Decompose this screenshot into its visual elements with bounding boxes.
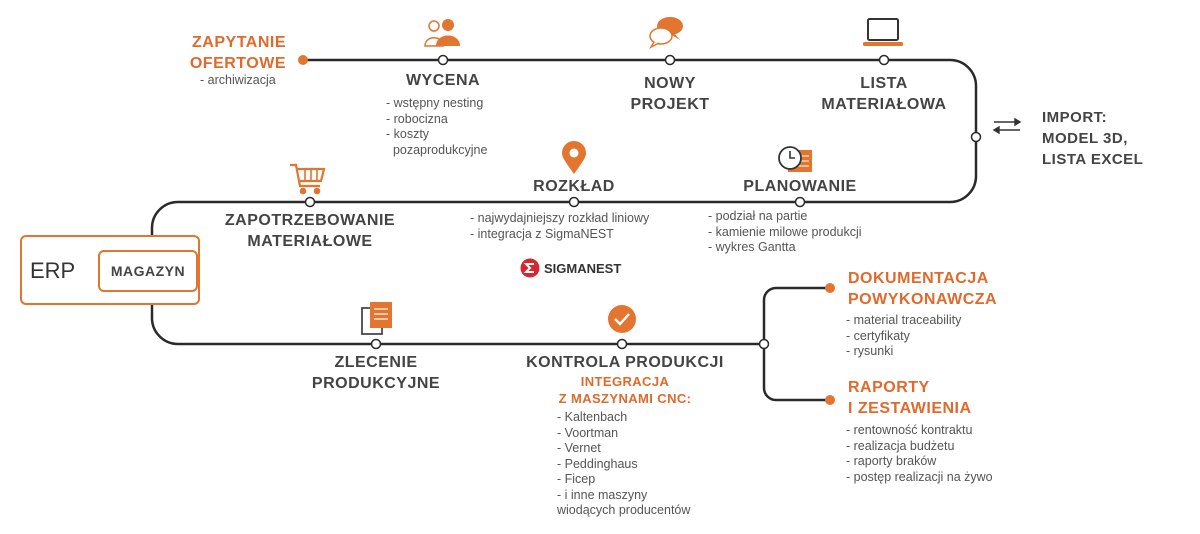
node-planowanie — [794, 196, 806, 208]
node-nowy-projekt — [664, 54, 676, 66]
node-dokumentacja — [825, 283, 835, 293]
magazyn-label: MAGAZYN — [110, 263, 186, 279]
raporty-items: - rentowność kontraktu- realizacja budże… — [846, 423, 993, 484]
node-rozklad — [568, 196, 580, 208]
double-arrow-icon — [992, 117, 1022, 135]
node-branch — [758, 338, 770, 350]
cart-icon — [290, 163, 326, 195]
node-kontrola — [616, 338, 628, 350]
node-import — [970, 131, 982, 143]
check-circle-icon — [608, 305, 636, 333]
sigmanest-logo: SIGMANEST — [520, 258, 621, 278]
rozklad-title: ROZKŁAD — [533, 178, 615, 195]
documents-icon — [361, 302, 392, 335]
branch-path — [762, 286, 830, 402]
rozklad-items: - najwydajniejszy rozkład liniowy- integ… — [470, 211, 650, 241]
import-title: IMPORT:MODEL 3D,LISTA EXCEL — [1042, 109, 1144, 168]
svg-text:SIGMANEST: SIGMANEST — [544, 261, 621, 276]
node-zapotrzebowanie — [304, 196, 316, 208]
wycena-items: - wstępny nesting- robocizna- koszty poz… — [386, 96, 488, 157]
erp-label: ERP — [30, 258, 76, 283]
calendar-clock-icon — [778, 146, 812, 172]
node-zlecenie — [370, 338, 382, 350]
planowanie-items: - podział na partie- kamienie milowe pro… — [708, 209, 862, 254]
dokumentacja-items: - material traceability- certyfikaty- ry… — [846, 313, 962, 358]
chat-bubbles-icon — [649, 17, 683, 49]
zapytanie-items: - archiwizacja — [200, 73, 276, 87]
node-wycena — [437, 54, 449, 66]
kontrola-items: - Kaltenbach- Voortman- Vernet- Peddingh… — [557, 410, 691, 517]
magazyn-box — [98, 250, 198, 292]
map-pin-icon — [562, 141, 586, 174]
laptop-icon — [863, 18, 903, 46]
node-raporty — [825, 395, 835, 405]
node-lista — [878, 54, 890, 66]
node-zapytanie — [298, 55, 308, 65]
people-icon — [424, 19, 460, 47]
wycena-title: WYCENA — [405, 72, 481, 89]
planowanie-title: PLANOWANIE — [743, 178, 857, 195]
kontrola-title: KONTROLA PRODUKCJI — [526, 354, 724, 371]
flow-path — [150, 58, 978, 346]
